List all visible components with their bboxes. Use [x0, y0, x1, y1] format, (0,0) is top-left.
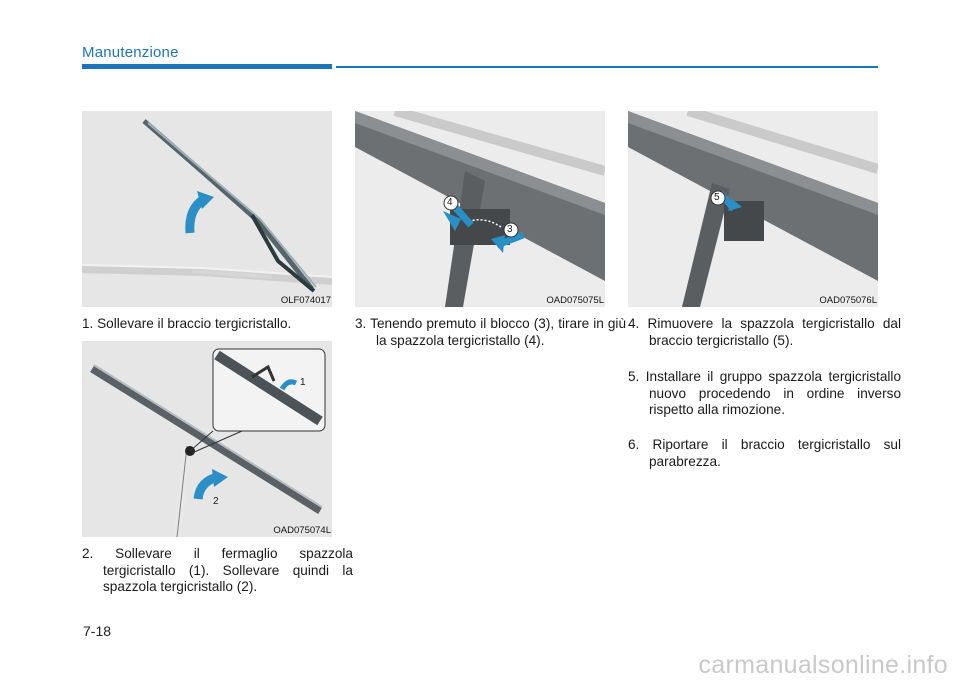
- callout-5: 5: [714, 192, 720, 203]
- step-4: 4. Rimuovere la spazzola tergicristallo …: [628, 316, 901, 348]
- header-rule-thick: [82, 64, 332, 69]
- section-title: Manutenzione: [82, 44, 179, 61]
- figure-code: OAD075076L: [819, 295, 877, 306]
- step-2: 2. Sollevare il fermaglio spazzola tergi…: [82, 546, 353, 594]
- figure-code: OAD075074L: [273, 525, 331, 536]
- page-number: 7-18: [83, 623, 112, 639]
- step-3: 3. Tenendo premuto il blocco (3), tirare…: [355, 316, 626, 348]
- figure-code: OLF074017: [280, 295, 331, 306]
- figure-wiper-clip: 1 2 OAD075074L: [82, 341, 332, 537]
- figure-code: OAD075075L: [546, 295, 604, 306]
- callout-3: 3: [507, 224, 513, 235]
- step-5: 5. Installare il gruppo spazzola tergicr…: [628, 369, 901, 417]
- figure-remove-blade: 5 OAD075076L: [628, 111, 878, 307]
- callout-4: 4: [447, 197, 453, 208]
- step-6: 6. Riportare il braccio tergicristallo s…: [628, 437, 901, 469]
- header-rule-thin: [336, 66, 878, 68]
- figure-raise-wiper-arm: OLF074017: [82, 111, 332, 307]
- callout-1: 1: [300, 377, 306, 388]
- watermark[interactable]: carmanualsonline.info: [698, 651, 948, 679]
- callout-2: 2: [213, 496, 219, 507]
- figure-press-lock: 4 3 OAD075075L: [355, 111, 605, 307]
- step-1: 1. Sollevare il braccio tergicristallo.: [82, 316, 292, 331]
